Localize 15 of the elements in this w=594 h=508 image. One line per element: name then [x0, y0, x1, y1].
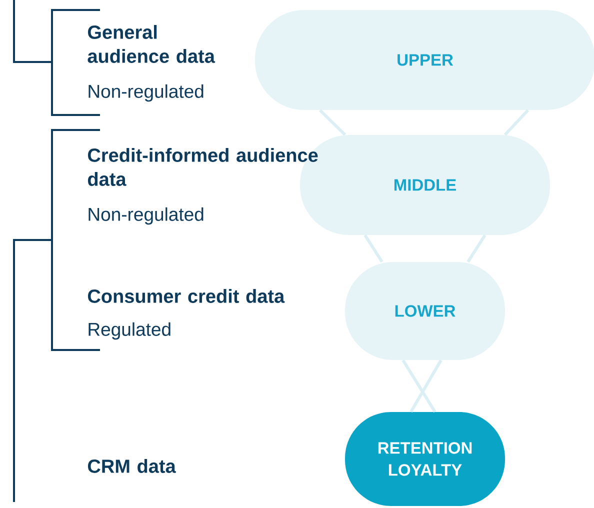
connector-line — [504, 109, 530, 136]
heading: CRM data — [88, 459, 176, 473]
connector-line — [364, 234, 384, 263]
note: Non-regulated — [88, 207, 204, 225]
connector-line — [466, 234, 486, 263]
note: Regulated — [88, 322, 170, 340]
stage-pill: RETENTION LOYALTY — [345, 412, 505, 506]
stage-pill: UPPER — [255, 10, 594, 110]
stage-pill: LOWER — [345, 262, 505, 360]
heading: Consumer credit data — [88, 289, 285, 303]
heading: General audience data — [88, 25, 216, 63]
connector-line — [402, 359, 436, 413]
connector-line — [318, 109, 346, 136]
connector-line — [410, 359, 442, 413]
note: Non-regulated — [88, 84, 204, 102]
